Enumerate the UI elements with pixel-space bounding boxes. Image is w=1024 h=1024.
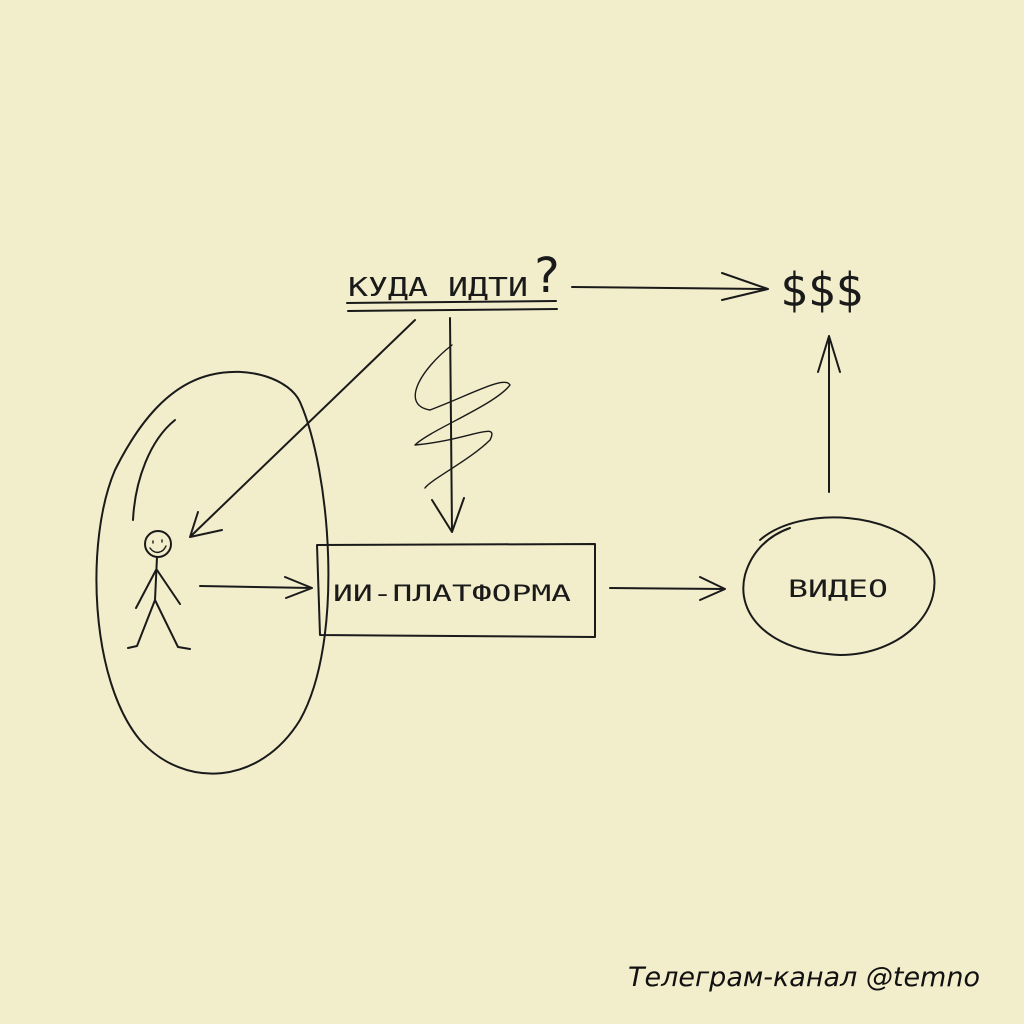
video-label: ВИДЕО (788, 575, 888, 603)
question-underline (346, 300, 558, 312)
arrow-to-money (571, 272, 769, 301)
question-label: КУДА ИДТИ (348, 273, 528, 303)
arrow-to-platform-box (199, 576, 313, 599)
arrow-to-video (609, 576, 726, 601)
arrow-video-to-money (817, 335, 841, 493)
footer-credit: Телеграм-канал @temno (628, 962, 980, 993)
arrow-to-platform (431, 317, 465, 533)
question-mark: ? (532, 248, 561, 304)
video-ellipse (742, 516, 936, 656)
scribble (414, 344, 511, 489)
person-ellipse (95, 370, 330, 775)
arrow-to-person (189, 319, 416, 538)
platform-box (316, 543, 596, 638)
money-label: $$$ (780, 263, 863, 317)
platform-label: ИИ-ПЛАТФОРМА (333, 582, 571, 607)
person-icon (127, 530, 191, 650)
